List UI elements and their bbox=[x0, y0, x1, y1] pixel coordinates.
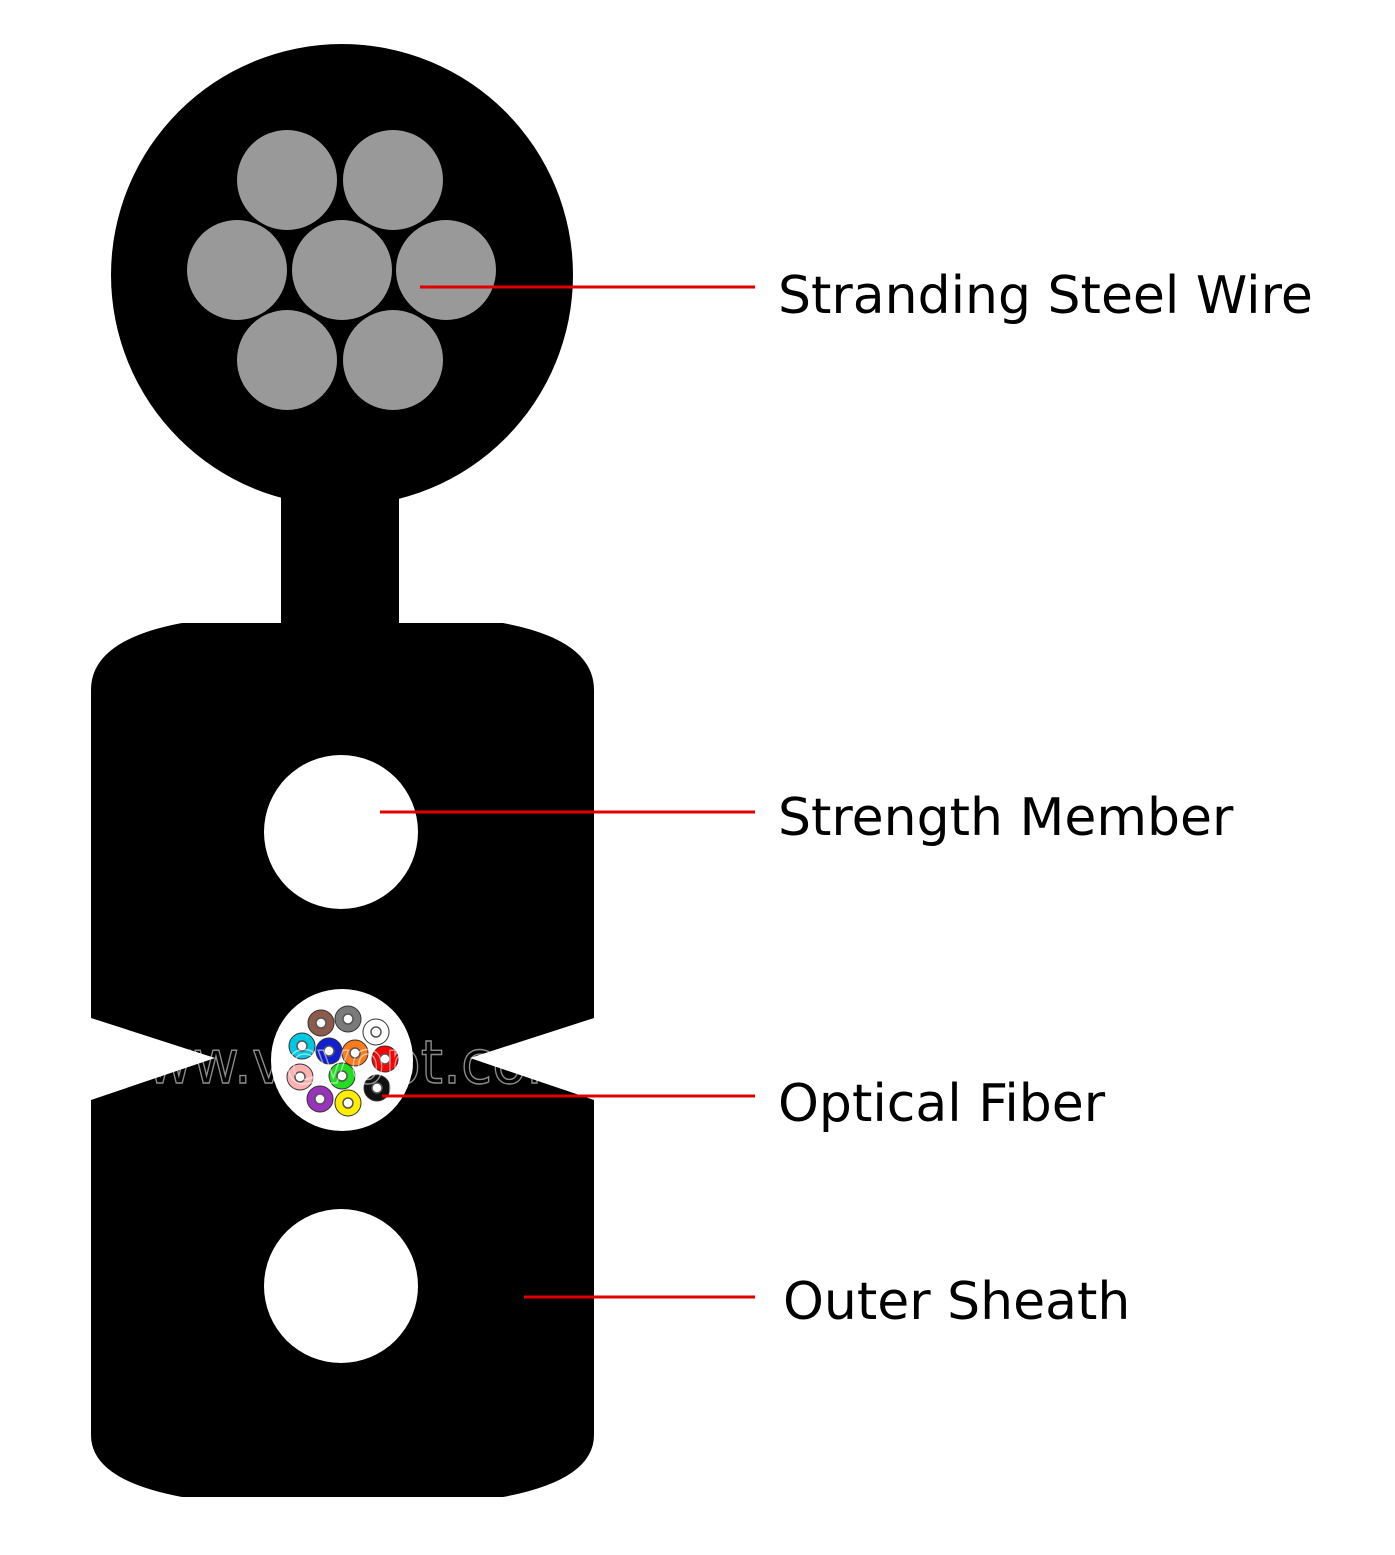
label-stranding-steel-wire: Stranding Steel Wire bbox=[778, 266, 1313, 326]
steel-wire-strand bbox=[396, 220, 496, 320]
optical-fiber-strand bbox=[334, 1005, 362, 1033]
optical-fiber-strand bbox=[307, 1009, 335, 1037]
optical-fiber-strand bbox=[371, 1045, 399, 1073]
optical-fiber-strand bbox=[288, 1032, 316, 1060]
label-strength-member: Strength Member bbox=[778, 788, 1234, 848]
optical-fiber-strand bbox=[315, 1037, 343, 1065]
watermark-text: www.vcvopt.com bbox=[100, 1028, 582, 1098]
optical-fiber-strand bbox=[306, 1085, 334, 1113]
optical-fiber-strand bbox=[341, 1039, 369, 1067]
steel-wire-strand bbox=[237, 130, 337, 230]
steel-wire-strand bbox=[343, 130, 443, 230]
steel-wire-strand bbox=[292, 220, 392, 320]
optical-fiber-strand bbox=[334, 1089, 362, 1117]
stranding-steel-wire-group bbox=[187, 130, 496, 410]
sheath-neck bbox=[281, 490, 399, 640]
steel-wire-strand bbox=[187, 220, 287, 320]
optical-fiber-group bbox=[286, 1005, 399, 1117]
strength-member-top bbox=[264, 755, 418, 909]
strength-member-bottom bbox=[264, 1209, 418, 1363]
label-outer-sheath: Outer Sheath bbox=[783, 1272, 1130, 1332]
optical-fiber-strand bbox=[328, 1062, 356, 1090]
optical-fiber-strand bbox=[362, 1018, 390, 1046]
label-optical-fiber: Optical Fiber bbox=[778, 1074, 1106, 1134]
optical-fiber-strand bbox=[286, 1063, 314, 1091]
steel-wire-strand bbox=[343, 310, 443, 410]
steel-wire-strand bbox=[237, 310, 337, 410]
